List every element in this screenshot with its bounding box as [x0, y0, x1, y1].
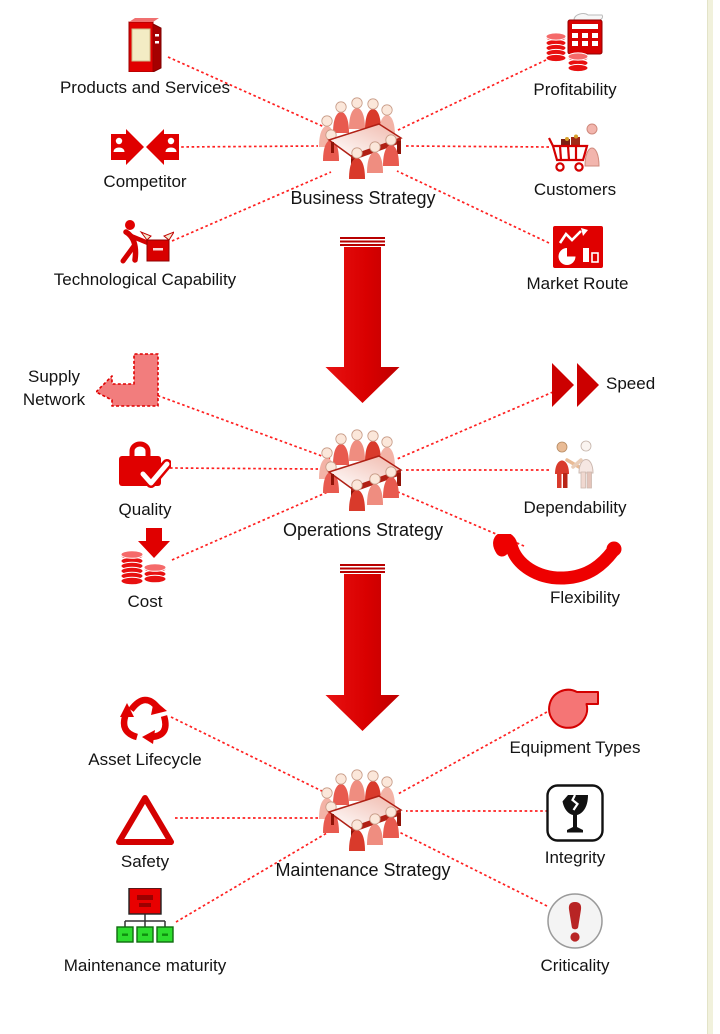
factor-label: Integrity — [544, 848, 606, 867]
node-cost: Cost — [40, 528, 250, 613]
org-chart-icon — [40, 888, 250, 950]
factor-label: Asset Lifecycle — [88, 750, 202, 769]
node-integrity: Integrity — [480, 784, 670, 869]
down-arrow-operations-to-maintenance — [325, 564, 400, 731]
page-edge-strip — [707, 0, 713, 1034]
node-products-services: Products and Services — [40, 18, 250, 99]
node-business-strategy: Business Strategy — [278, 96, 448, 209]
factor-label: Market Route — [526, 274, 629, 293]
factor-label: Maintenance maturity — [63, 956, 227, 975]
node-maintenance-strategy: Maintenance Strategy — [272, 768, 454, 881]
factor-label: Flexibility — [550, 588, 620, 607]
factor-label: Customers — [533, 180, 617, 199]
hub-label: Maintenance Strategy — [275, 860, 451, 880]
node-market-route: Market Route — [515, 226, 640, 295]
whistle-icon — [480, 686, 670, 732]
worker-with-box-icon — [40, 220, 250, 264]
node-technological-capability: Technological Capability — [40, 220, 250, 291]
flexibility-swoosh-icon — [486, 532, 628, 591]
factor-label: Products and Services — [59, 78, 231, 97]
connector-line — [170, 716, 331, 796]
factor-label: Technological Capability — [53, 270, 237, 289]
exclamation-circle-icon — [480, 892, 670, 950]
node-asset-lifecycle: Asset Lifecycle — [40, 690, 250, 771]
down-arrow-business-to-operations — [325, 237, 400, 403]
node-dependability: Dependability — [480, 440, 670, 519]
shopping-cart-icon — [480, 122, 670, 174]
factor-label: Safety — [120, 852, 170, 871]
meeting-table-icon — [272, 768, 454, 854]
factor-label: Cost — [127, 592, 163, 611]
connector-line — [398, 831, 548, 907]
connector-line — [175, 829, 333, 923]
connector-line — [169, 467, 319, 470]
node-equipment-types: Equipment Types — [480, 686, 670, 759]
node-maintenance-maturity: Maintenance maturity — [40, 888, 250, 977]
factor-label: Dependability — [523, 498, 627, 517]
connector-line — [396, 170, 550, 244]
connector-line — [147, 391, 331, 460]
factor-label: Criticality — [540, 956, 610, 975]
products-services-icon — [40, 18, 250, 72]
coins-down-arrow-icon — [40, 528, 250, 586]
connector-line — [395, 59, 547, 132]
connector-line — [167, 56, 332, 131]
factor-label: Speed — [606, 374, 656, 393]
factor-label: Profitability — [533, 80, 617, 99]
warning-triangle-icon — [40, 794, 250, 846]
node-profitability: Profitability — [480, 12, 670, 101]
recycle-icon — [40, 690, 250, 744]
node-quality: Quality — [40, 440, 250, 521]
market-charts-icon — [515, 226, 640, 268]
briefcase-check-icon — [40, 440, 250, 494]
connector-line — [396, 391, 554, 460]
calculator-coins-icon — [480, 12, 670, 74]
meeting-table-icon — [278, 96, 448, 182]
handshake-people-icon — [480, 440, 670, 492]
factor-label: Competitor — [103, 172, 187, 191]
connector-line — [397, 706, 557, 795]
meeting-table-icon — [278, 428, 448, 514]
hub-label: Business Strategy — [290, 188, 436, 208]
supply-network-icon — [95, 352, 162, 415]
node-safety: Safety — [40, 794, 250, 873]
competitor-icon — [40, 128, 250, 166]
fragile-glass-icon — [480, 784, 670, 842]
hub-label: Operations Strategy — [282, 520, 444, 540]
factor-label: Quality — [118, 500, 172, 519]
factor-label: Supply Network — [22, 367, 86, 409]
node-operations-strategy: Operations Strategy — [278, 428, 448, 541]
node-competitor: Competitor — [40, 128, 250, 193]
dotted-connectors — [147, 56, 557, 923]
factor-label: Equipment Types — [509, 738, 641, 757]
node-customers: Customers — [480, 122, 670, 201]
speed-icon — [552, 363, 600, 412]
node-criticality: Criticality — [480, 892, 670, 977]
